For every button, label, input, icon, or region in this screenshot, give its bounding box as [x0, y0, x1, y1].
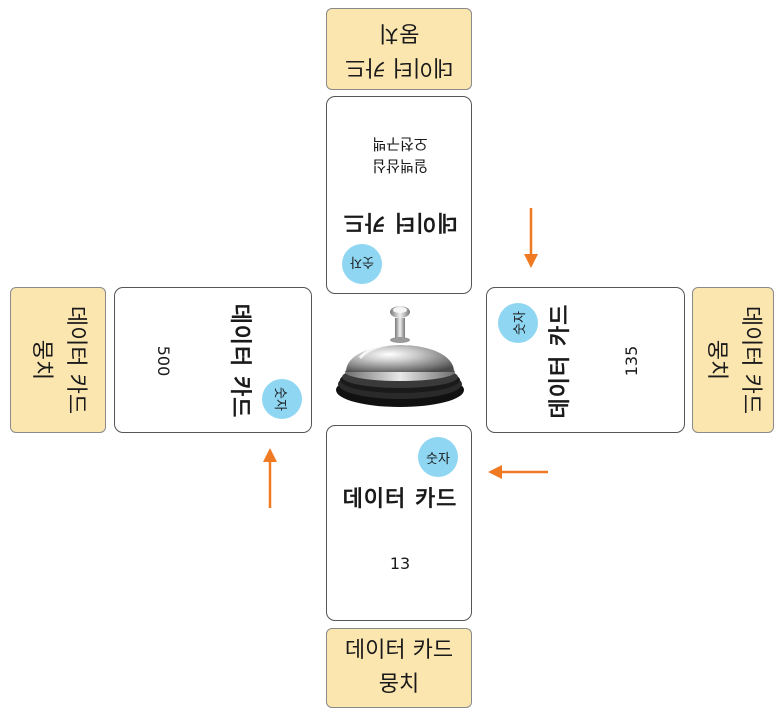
card-title: 데이터 카드 [542, 288, 574, 433]
deck-right: 데이터 카드 뭉치 [692, 287, 774, 433]
deck-top: 데이터 카드 뭉치 [326, 8, 472, 90]
service-bell-icon[interactable] [330, 298, 470, 418]
number-badge: 숫자 [262, 379, 302, 419]
card-value-line2: 오천구백 [327, 133, 472, 155]
data-card-left[interactable]: 숫자 데이터 카드 500 [114, 287, 312, 433]
deck-label-line2: 뭉치 [379, 15, 419, 49]
arrow-left-icon [486, 463, 550, 481]
deck-label-line2: 뭉치 [379, 668, 419, 702]
card-title: 데이터 카드 [327, 208, 472, 240]
arrow-down-icon [522, 208, 540, 270]
data-card-top[interactable]: 숫자 데이터 카드 일백삼십 오천구백 [326, 96, 472, 294]
deck-label-line2: 뭉치 [699, 340, 733, 380]
deck-label-line1: 데이터 카드 [345, 49, 453, 83]
deck-left: 데이터 카드 뭉치 [10, 287, 106, 433]
data-card-right[interactable]: 숫자 데이터 카드 135 [486, 287, 685, 433]
card-value: 135 [622, 288, 641, 433]
deck-label-line2: 뭉치 [24, 340, 58, 380]
card-title: 데이터 카드 [226, 288, 258, 433]
card-title: 데이터 카드 [327, 481, 472, 513]
number-badge: 숫자 [418, 437, 458, 477]
card-value: 500 [154, 288, 173, 433]
deck-label-line1: 데이터 카드 [733, 306, 767, 414]
deck-bottom: 데이터 카드 뭉치 [326, 628, 472, 708]
deck-label-line1: 데이터 카드 [58, 306, 92, 414]
data-card-bottom[interactable]: 숫자 데이터 카드 13 [326, 425, 472, 621]
deck-label-line1: 데이터 카드 [345, 634, 453, 668]
arrow-up-icon [261, 446, 279, 508]
number-badge: 숫자 [498, 303, 538, 343]
card-value-line1: 일백삼십 [327, 155, 472, 177]
card-value: 일백삼십 오천구백 [327, 133, 472, 177]
card-value: 13 [327, 554, 472, 573]
number-badge: 숫자 [342, 244, 382, 284]
